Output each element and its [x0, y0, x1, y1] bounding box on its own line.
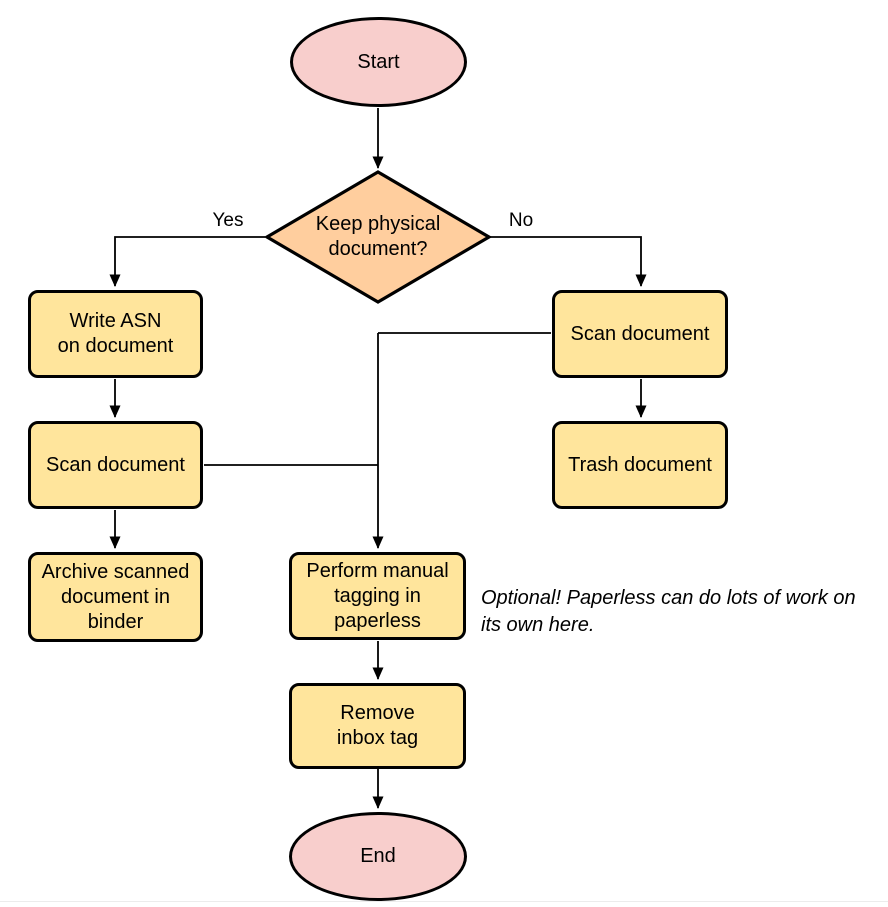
remove-inbox-tag-node: Remove inbox tag: [289, 683, 466, 769]
archive-label-line: document in: [61, 585, 170, 608]
trash-document-label: Trash document: [568, 453, 712, 478]
decision-diamond-shape: [263, 170, 493, 304]
trash-document-node: Trash document: [552, 421, 728, 509]
connector-decision-scan-right: [490, 236, 647, 287]
decision-label-line: Keep physical: [315, 213, 441, 235]
scan-document-right-label: Scan document: [571, 322, 710, 347]
scan-document-left-label: Scan document: [46, 453, 185, 478]
scan-document-right-node: Scan document: [552, 290, 728, 378]
branch-label-yes: Yes: [212, 210, 244, 231]
start-node-label: Start: [357, 50, 399, 75]
annotation-line: Optional! Paperless can do lots of work …: [481, 587, 856, 609]
bottom-divider: [0, 901, 888, 902]
write-asn-label-line: Write ASN: [69, 310, 162, 332]
end-node-label-line: End: [360, 845, 396, 867]
write-asn-node-label: Write ASN on document: [58, 309, 174, 359]
decision-label-line: document?: [328, 238, 428, 260]
archive-node: Archive scanned document in binder: [28, 552, 203, 642]
manual-tagging-node: Perform manual tagging in paperless: [289, 552, 466, 640]
archive-label-line: binder: [87, 610, 144, 633]
write-asn-node: Write ASN on document: [28, 290, 203, 378]
branch-label-no: No: [508, 210, 534, 231]
archive-node-label: Archive scanned document in binder: [42, 560, 190, 635]
tagging-label-line: paperless: [334, 609, 421, 632]
remove-inbox-label-line: inbox tag: [336, 727, 419, 749]
tagging-label-line: Perform manual: [306, 559, 449, 582]
scan-left-label-line: Scan document: [46, 453, 185, 476]
end-node: End: [289, 812, 467, 901]
scan-right-label-line: Scan document: [570, 322, 710, 345]
manual-tagging-label: Perform manual tagging in paperless: [306, 559, 448, 634]
connector-decision-write-asn: [109, 236, 265, 287]
trash-label-line: Trash document: [568, 453, 712, 476]
start-node-label-line: Start: [357, 50, 400, 73]
archive-label-line: Archive scanned: [41, 560, 190, 583]
remove-inbox-tag-label: Remove inbox tag: [337, 701, 418, 751]
decision-node: Keep physical document?: [267, 172, 489, 302]
scan-document-left-node: Scan document: [28, 421, 203, 509]
start-node: Start: [290, 17, 467, 107]
remove-inbox-label-line: Remove: [340, 702, 415, 724]
optional-annotation: Optional! Paperless can do lots of work …: [481, 585, 883, 639]
end-node-label: End: [360, 844, 396, 869]
tagging-label-line: tagging in: [334, 584, 421, 607]
annotation-line: its own here.: [481, 614, 595, 636]
decision-node-label: Keep physical document?: [267, 212, 489, 262]
write-asn-label-line: on document: [57, 335, 174, 357]
